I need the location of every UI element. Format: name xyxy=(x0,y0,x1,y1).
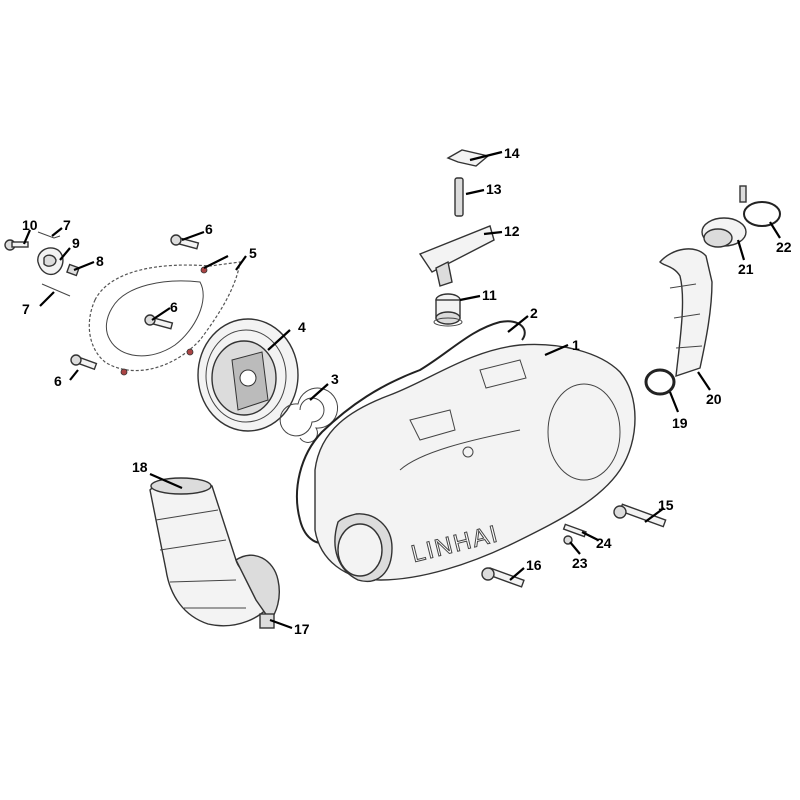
part-hose-clamp-19 xyxy=(644,368,676,396)
callout-6-middle: 6 xyxy=(170,299,178,315)
callout-5: 5 xyxy=(249,245,257,261)
part-outlet-duct xyxy=(659,248,713,378)
part-pin-24 xyxy=(562,523,587,538)
callout-13: 13 xyxy=(486,181,502,197)
callout-7-bottom: 7 xyxy=(22,301,30,317)
part-crankcase-cover: LINHAI xyxy=(314,343,636,582)
callout-21: 21 xyxy=(738,261,754,277)
leader-lines xyxy=(22,150,781,630)
callout-8: 8 xyxy=(96,253,104,269)
callout-2: 2 xyxy=(530,305,538,321)
callout-17: 17 xyxy=(294,621,310,637)
part-bolt-middle xyxy=(144,314,174,330)
part-bushing xyxy=(433,293,463,327)
part-clamp-9 xyxy=(37,247,64,276)
part-starter-pulley xyxy=(197,318,299,432)
callout-1: 1 xyxy=(572,337,580,353)
part-bracket xyxy=(446,149,490,167)
part-bolt-left xyxy=(70,354,98,371)
callout-22: 22 xyxy=(776,239,792,255)
callout-16: 16 xyxy=(526,557,542,573)
part-handle xyxy=(418,225,495,287)
callout-14: 14 xyxy=(504,145,520,161)
part-pin-7-top xyxy=(37,231,61,239)
callout-6-top: 6 xyxy=(205,221,213,237)
callout-23: 23 xyxy=(572,555,588,571)
callout-24: 24 xyxy=(596,535,612,551)
callout-4: 4 xyxy=(298,319,306,335)
callout-18: 18 xyxy=(132,459,148,475)
callout-9: 9 xyxy=(72,235,80,251)
part-cover-gasket xyxy=(88,261,241,376)
callout-12: 12 xyxy=(504,223,520,239)
part-rod xyxy=(454,177,464,217)
callout-7-top: 7 xyxy=(63,217,71,233)
part-pin-7-bottom xyxy=(41,283,71,297)
part-small-bolt-10 xyxy=(4,239,29,251)
callout-20: 20 xyxy=(706,391,722,407)
callout-labels: 1 2 3 4 5 6 6 6 7 7 8 9 10 11 12 13 14 1… xyxy=(22,145,792,637)
callout-3: 3 xyxy=(331,371,339,387)
callout-15: 15 xyxy=(658,497,674,513)
part-intake-duct xyxy=(149,477,280,627)
part-coupler-21 xyxy=(701,217,747,248)
part-spring xyxy=(279,387,339,443)
callout-19: 19 xyxy=(672,415,688,431)
part-clamp-22 xyxy=(739,185,781,227)
part-long-bolt-15 xyxy=(613,503,667,528)
part-bolt-top xyxy=(170,234,200,250)
part-nut-8 xyxy=(66,263,80,277)
part-long-bolt-16 xyxy=(481,567,525,588)
callout-10: 10 xyxy=(22,217,38,233)
callout-11: 11 xyxy=(482,287,497,303)
callout-6-left: 6 xyxy=(54,373,62,389)
